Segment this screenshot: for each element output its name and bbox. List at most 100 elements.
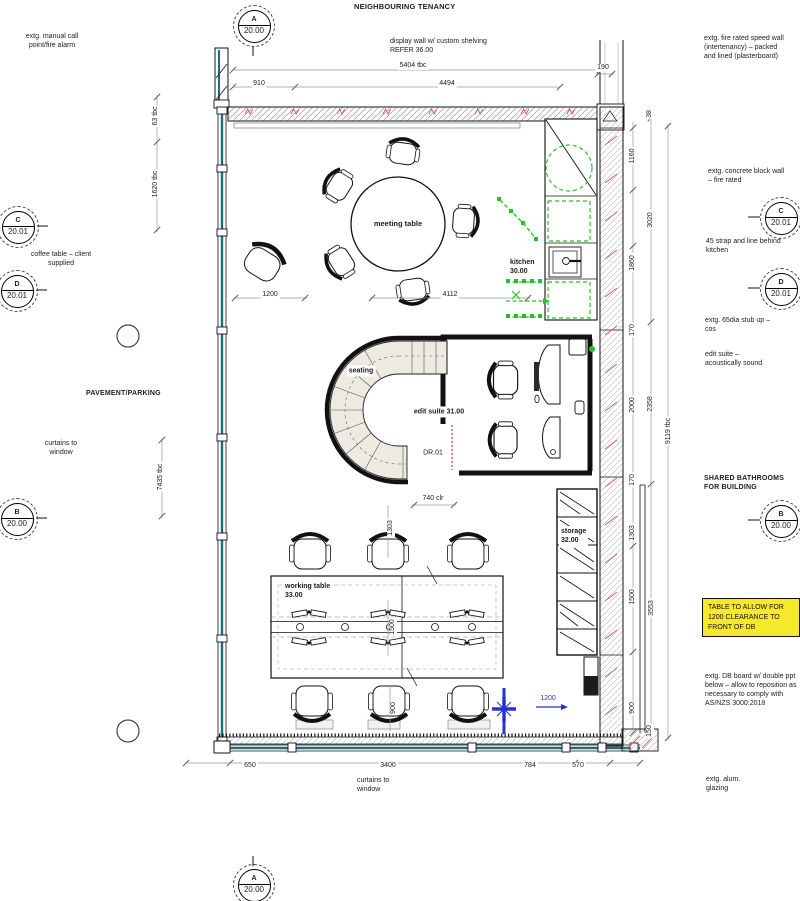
- intertenancy-wall-stub-top-left: [213, 47, 230, 109]
- dim-3400: 3400: [378, 761, 398, 771]
- note-curtains-bottom: curtains to window: [355, 775, 413, 796]
- meeting-table-label: meeting table: [371, 218, 425, 230]
- dim-1500-plan: 1500: [388, 617, 398, 637]
- storage-shelving: [556, 488, 598, 656]
- note-curtains-left: curtains to window: [36, 438, 86, 459]
- sink: [548, 246, 582, 278]
- note-coffee-table: coffee table – client supplied: [28, 249, 94, 270]
- meeting-chair: [393, 275, 434, 308]
- dim-1200-chair: 1200: [260, 290, 280, 300]
- dim-7435tbc: 7435 tbc: [156, 462, 166, 492]
- dim-900-right: 900: [628, 700, 638, 716]
- table-clearance-highlight: TABLE TO ALLOW FOR 1200 CLEARANCE TO FRO…: [702, 598, 800, 638]
- note-edit-suite-acoustic: edit suite – acoustically sound: [703, 349, 765, 370]
- dim-150: 150: [645, 723, 655, 739]
- exterior-column: [116, 719, 140, 743]
- dim-38: 38: [645, 108, 655, 120]
- note-display-wall: display wall w/ custom shelving REFER 36…: [388, 36, 496, 57]
- dim-1860: 1860: [628, 253, 638, 273]
- glazed-wall-left: [216, 106, 228, 746]
- note-manual-call-point: extg. manual call point/fire alarm: [14, 31, 90, 52]
- note-strap-line: 45 strap and line behind kitchen: [704, 236, 792, 257]
- dim-1303-plan: 1303: [386, 518, 396, 538]
- task-chair: [287, 532, 333, 571]
- note-concrete-wall: extg. concrete block wall – fire rated: [706, 166, 790, 187]
- appliance-dashed-box: [547, 281, 591, 319]
- shared-bathrooms-label: SHARED BATHROOMS FOR BUILDING: [702, 473, 790, 494]
- task-chair: [445, 532, 491, 571]
- meeting-chair: [450, 202, 481, 241]
- dim-900-plan: 900: [389, 700, 399, 716]
- dim-784: 784: [522, 761, 538, 771]
- appliance-dashed-circle: [545, 144, 593, 192]
- edit-suite-desk-1: [534, 344, 561, 405]
- dim-2358: 2358: [646, 394, 656, 414]
- dim-740clr: 740 clr: [420, 494, 446, 504]
- pavement-parking-label: PAVEMENT/PARKING: [84, 388, 163, 400]
- dim-650: 650: [242, 761, 258, 771]
- dim-1500-right: 1500: [628, 587, 638, 607]
- meeting-chair: [316, 162, 359, 208]
- door-tag-dr01: DR.01: [421, 447, 445, 459]
- bathroom-side-wall: [639, 484, 646, 733]
- note-speed-wall: extg. fire rated speed wall (intertenanc…: [702, 33, 792, 63]
- display-wall-top: [227, 106, 601, 129]
- dim-1160: 1160: [628, 146, 638, 166]
- dim-9119tbc: 9119 tbc: [664, 416, 674, 446]
- concrete-block-wall-right: [599, 106, 624, 747]
- curved-monitor: [534, 362, 539, 391]
- meeting-chair: [383, 135, 424, 168]
- dim-170-kitchen: 170: [628, 322, 638, 338]
- task-chair: [445, 684, 491, 723]
- dim-1303-right: 1303: [628, 523, 638, 543]
- equipment-item: [574, 400, 585, 415]
- dim-170-storage: 170: [628, 472, 638, 488]
- dim-1620tbc: 1620 tbc: [151, 169, 161, 199]
- dim-63tbc: 63 tbc: [151, 104, 161, 128]
- seating-label: seating: [346, 365, 376, 377]
- kitchen-bench: [544, 118, 598, 321]
- note-db-board: extg. DB board w/ double ppt below – all…: [703, 671, 799, 710]
- dim-4112: 4112: [440, 290, 460, 300]
- dim-190: 190: [595, 63, 611, 73]
- armchair: [243, 241, 287, 282]
- electrical-floor-feed: [492, 688, 568, 734]
- dim-1200-db: 1200: [538, 694, 558, 704]
- mouse: [534, 394, 540, 404]
- appliance-dashed-box: [547, 200, 591, 242]
- equipment-rack: [568, 338, 587, 356]
- display-shelving: [233, 122, 521, 129]
- dim-910: 910: [251, 79, 267, 89]
- dimension-lines: [156, 69, 669, 764]
- edit-suite-label: edit suite 31.00: [411, 406, 467, 418]
- task-chair: [289, 684, 335, 723]
- meeting-chair: [318, 240, 361, 286]
- dim-3553: 3553: [647, 598, 657, 618]
- dim-3020: 3020: [646, 210, 656, 230]
- db-board: [583, 656, 599, 696]
- neighbouring-tenancy-label: NEIGHBOURING TENANCY: [352, 1, 458, 13]
- exterior-column: [116, 324, 140, 348]
- note-alum-glazing: extg. alum. glazing: [704, 774, 754, 795]
- dim-2000: 2000: [628, 395, 638, 415]
- edit-suite-desk-2: [542, 416, 561, 459]
- dim-4494: 4494: [437, 79, 457, 89]
- services-outlet: [589, 346, 595, 352]
- dim-5404: 5404 tbc: [398, 61, 428, 71]
- edit-suite-chair: [489, 361, 518, 399]
- edit-suite-walls: [440, 334, 593, 476]
- note-stub-up: extg. 65dia stub up – cos: [703, 315, 777, 336]
